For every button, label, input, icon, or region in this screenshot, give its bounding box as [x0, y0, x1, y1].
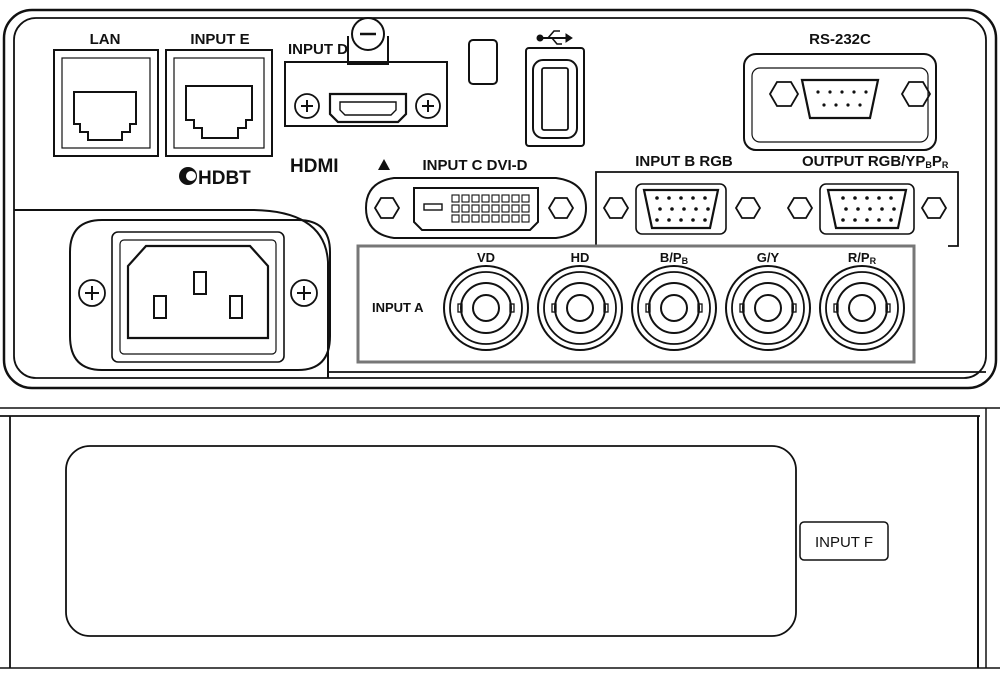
lower-module — [0, 407, 1000, 669]
hdmi-logo: HDMI — [290, 156, 339, 177]
usb-icon — [536, 30, 573, 45]
screw-icon — [78, 279, 106, 307]
screw-icon — [415, 93, 441, 119]
input-e-label: INPUT E — [190, 31, 249, 48]
dvi-pin-grid — [451, 194, 530, 223]
bnc-connector-b-p[interactable]: B/PB — [631, 250, 717, 351]
hex-nut-icon — [734, 197, 762, 219]
input-c-port[interactable]: INPUT C DVI-D — [364, 157, 588, 239]
triangle-up-icon — [378, 159, 390, 170]
bnc-label: G/Y — [757, 250, 780, 265]
input-d-label: INPUT D — [288, 41, 348, 58]
bnc-label: HD — [571, 250, 590, 265]
vga-pin-grid — [655, 196, 710, 222]
ac-power-inlet[interactable] — [69, 219, 331, 371]
hex-nut-icon — [547, 197, 575, 219]
input-c-label: INPUT C DVI-D — [423, 157, 528, 174]
rs232c-port[interactable]: RS-232C — [743, 31, 937, 151]
hex-nut-icon — [602, 197, 630, 219]
hex-nut-icon — [373, 197, 401, 219]
bnc-label: R/PR — [848, 250, 877, 266]
bnc-connector-g-y[interactable]: G/Y — [725, 250, 811, 351]
hex-nut-icon — [786, 197, 814, 219]
upper-housing — [2, 8, 998, 390]
bnc-connector-r-p[interactable]: R/PR — [819, 250, 905, 351]
bnc-label: VD — [477, 250, 495, 265]
input-b-label: INPUT B RGB — [635, 153, 733, 170]
service-switch[interactable] — [468, 39, 498, 85]
input-e-port[interactable]: INPUT E — [165, 31, 273, 157]
input-f-tag: INPUT F — [799, 521, 889, 561]
input-f-slot[interactable] — [65, 445, 797, 637]
bnc-connector-vd[interactable]: VD — [443, 250, 529, 351]
lan-label: LAN — [90, 31, 121, 48]
lan-port[interactable]: LAN — [53, 31, 159, 157]
input-f-label: INPUT F — [815, 534, 873, 551]
hex-nut-icon — [900, 81, 932, 107]
screw-icon — [294, 93, 320, 119]
hex-nut-icon — [920, 197, 948, 219]
bnc-label: B/PB — [660, 250, 689, 266]
bnc-connector-hd[interactable]: HD — [537, 250, 623, 351]
vga-pin-grid — [841, 196, 896, 222]
input-a-group: INPUT A VD HD B/PB G/Y R/PR — [356, 244, 916, 364]
cable-lock-bracket — [347, 17, 389, 65]
hex-nut-icon — [768, 81, 800, 107]
screw-icon — [290, 279, 318, 307]
input-b-port[interactable]: INPUT B RGB — [602, 153, 762, 235]
hdmi-logo-text: HDMI — [290, 156, 339, 177]
rgb-io-bracket — [595, 171, 959, 247]
rs232c-label: RS-232C — [809, 31, 871, 48]
input-d-port[interactable]: INPUT D — [284, 41, 448, 127]
hdbaset-logo: HDBT — [179, 167, 251, 189]
hdbt-logo-text: HDBT — [198, 168, 251, 189]
output-rgb-port[interactable]: OUTPUT RGB/YPBPR — [786, 153, 949, 235]
output-label: OUTPUT RGB/YPBPR — [802, 153, 949, 170]
input-a-label: INPUT A — [372, 300, 424, 315]
usb-port[interactable] — [525, 30, 585, 147]
